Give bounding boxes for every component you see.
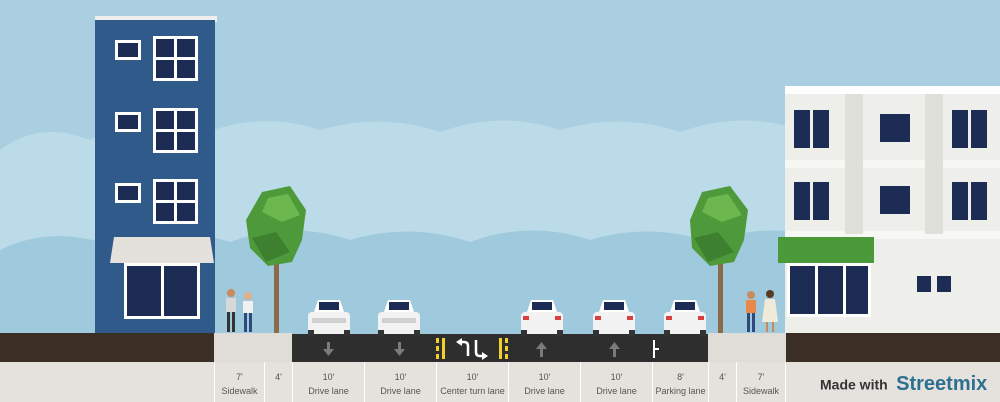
segment-drive-lane[interactable]: 10' Drive lane [580,362,652,402]
segment-buffer[interactable]: 4' [708,362,736,402]
segment-name: Drive lane [596,386,637,396]
car [664,300,706,336]
segment-width: 4' [275,372,282,382]
left-sidewalk [214,333,292,363]
tree [246,186,306,333]
segment-width: 10' [394,372,407,382]
left-ground [0,333,215,363]
lane-arrow-up-icon [536,342,547,357]
car [521,300,563,336]
segment-name: Drive lane [524,386,565,396]
lane-arrow-down-icon [323,342,334,356]
turn-arrows-icon [460,340,484,358]
pedestrian [243,292,253,332]
right-ground [785,333,1000,363]
segment-drive-lane[interactable]: 10' Drive lane [292,362,364,402]
car [308,300,350,336]
lane-arrow-up-icon [609,342,620,357]
car [378,300,420,336]
segment-width: 10' [322,372,335,382]
segment-name: Drive lane [380,386,421,396]
segment-parking-lane[interactable]: 8' Parking lane [652,362,708,402]
parking-marker [653,340,659,358]
right-building [778,86,1000,336]
segment-width: 7' [236,372,243,382]
segment-drive-lane[interactable]: 10' Drive lane [364,362,436,402]
segment-width: 8' [677,372,684,382]
pedestrian [226,289,236,332]
segment-width: 10' [466,372,479,382]
right-sidewalk [708,333,786,363]
made-with-text: Made with [820,376,888,393]
center-turn-lane-markings [436,338,508,359]
segment-width: 4' [719,372,726,382]
pedestrian [746,291,756,332]
segment-drive-lane[interactable]: 10' Drive lane [508,362,580,402]
segment-name: Sidewalk [742,386,780,396]
segment-width: 10' [610,372,623,382]
left-building [95,16,217,335]
segment-width: 10' [538,372,551,382]
segment-buffer[interactable]: 4' [264,362,292,402]
pedestrian [762,290,778,332]
segment-sidewalk[interactable]: 7' Sidewalk [214,362,264,402]
segment-label-row: 7' Sidewalk 4' 10' Drive lane 10' Drive … [0,362,1000,402]
streetmix-branding[interactable]: Made with Streetmix [820,373,987,396]
segment-name: Drive lane [308,386,349,396]
tree [690,186,748,333]
segment-sidewalk[interactable]: 7' Sidewalk [736,362,786,402]
segment-name: Sidewalk [221,386,258,396]
segment-name: Parking lane [655,386,706,396]
streetmix-logo-text: Streetmix [896,373,988,395]
segment-center-turn-lane[interactable]: 10' Center turn lane [436,362,508,402]
segment-width: 7' [757,372,765,382]
car [593,300,635,336]
lane-arrow-down-icon [394,342,405,356]
segment-name: Center turn lane [440,386,505,396]
